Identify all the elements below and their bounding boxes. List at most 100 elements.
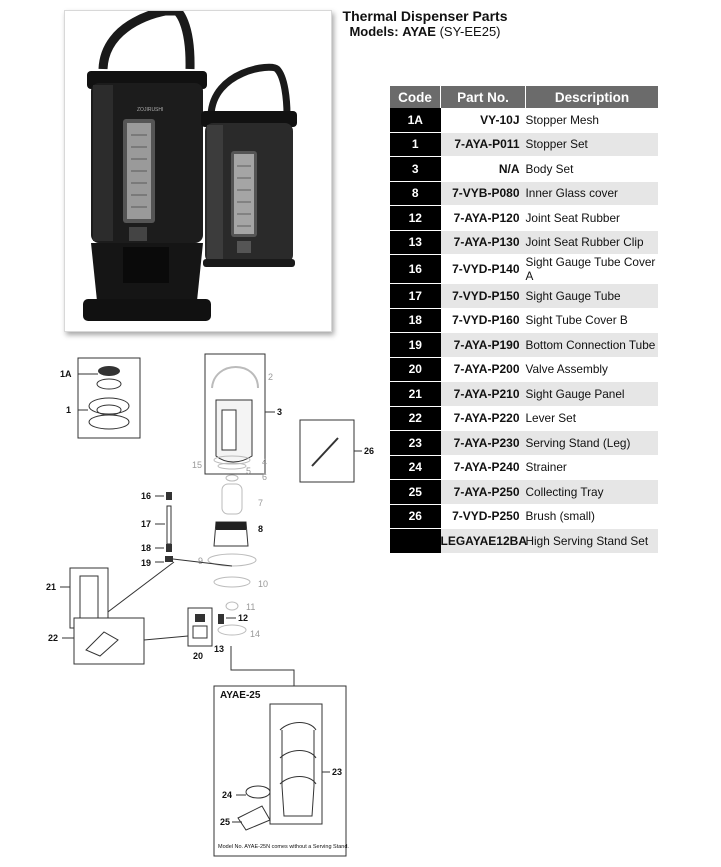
cell-code: 16: [390, 254, 441, 284]
cell-code: 12: [390, 205, 441, 231]
lever-set-part: [85, 631, 119, 657]
callout-20: 20: [193, 651, 203, 661]
callout-16: 16: [141, 491, 151, 501]
callout-11: 11: [246, 602, 255, 612]
callout-7: 7: [258, 498, 263, 508]
cell-description: Joint Seat Rubber: [525, 205, 658, 231]
large-dispenser: ZOJIRUSHI: [83, 6, 211, 321]
cell-code: [390, 528, 441, 554]
cell-description: Strainer: [525, 455, 658, 480]
cell-part-no: 7-AYA-P120: [440, 205, 526, 231]
models-line: Models: AYAE (SY-EE25): [330, 24, 520, 40]
cell-part-no: 7-AYA-P220: [440, 406, 526, 431]
cell-description: Sight Gauge Tube Cover A: [525, 254, 658, 284]
cell-code: 19: [390, 332, 441, 358]
table-header-row: Code Part No. Description: [390, 86, 658, 108]
cell-part-no: VY-10J: [440, 108, 526, 133]
cell-part-no: 7-AYA-P230: [440, 430, 526, 456]
callout-26: 26: [364, 446, 374, 456]
cell-description: Inner Glass cover: [525, 181, 658, 206]
cell-code: 24: [390, 455, 441, 480]
callout-19: 19: [141, 558, 151, 568]
valve-assembly-part: [192, 625, 208, 639]
stopper-set-part: [88, 397, 130, 415]
brush-part: [311, 437, 339, 467]
callout-13: 13: [214, 644, 224, 654]
callout-14: 14: [250, 629, 260, 639]
cell-code: 26: [390, 504, 441, 529]
cell-code: 23: [390, 430, 441, 456]
inset-note: Model No. AYAE-25N comes without a Servi…: [218, 844, 349, 850]
parts-diagram-svg: 1A 1 2 3 26 4 6 15 5 7 9 10: [46, 353, 374, 857]
callout-15: 15: [192, 460, 202, 470]
cell-part-no: 7-VYB-P080: [440, 181, 526, 206]
cell-code: 13: [390, 230, 441, 255]
callout-1: 1: [66, 405, 71, 415]
column-header-code: Code: [390, 86, 441, 108]
cell-code: 3: [390, 156, 441, 182]
cell-code: 18: [390, 308, 441, 333]
callout-21: 21: [46, 582, 56, 592]
callout-2: 2: [268, 372, 273, 382]
cell-part-no: 7-AYA-P011: [440, 132, 526, 157]
callout-5: 5: [246, 466, 251, 476]
callout-17: 17: [141, 519, 151, 529]
cell-description: Sight Tube Cover B: [525, 308, 658, 333]
callout-22: 22: [48, 633, 58, 643]
cell-code: 1: [390, 132, 441, 157]
callout-4: 4: [262, 457, 267, 467]
cell-part-no: 7-AYA-P130: [440, 230, 526, 255]
callout-8: 8: [258, 524, 263, 534]
cell-description: Lever Set: [525, 406, 658, 431]
callout-1a: 1A: [60, 369, 72, 379]
callout-24: 24: [222, 790, 232, 800]
collecting-tray-part: [237, 805, 271, 831]
column-header-description: Description: [525, 86, 658, 108]
models-name: AYAE: [402, 24, 436, 39]
callout-25: 25: [220, 817, 230, 827]
cell-part-no: 7-VYD-P140: [440, 254, 526, 284]
cell-part-no: 7-VYD-P150: [440, 283, 526, 309]
cell-code: 21: [390, 381, 441, 407]
cell-part-no: 7-AYA-P250: [440, 479, 526, 505]
inset-title: AYAE-25: [220, 690, 261, 701]
cell-part-no: N/A: [440, 156, 526, 182]
sight-gauge-tube-part: [166, 505, 172, 545]
stopper-mesh-part: [98, 366, 120, 376]
callout-3: 3: [277, 407, 282, 417]
cell-code: 25: [390, 479, 441, 505]
svg-text:ZOJIRUSHI: ZOJIRUSHI: [137, 107, 163, 113]
models-prefix: Models:: [349, 24, 399, 39]
cell-code: 17: [390, 283, 441, 309]
cell-description: Stopper Mesh: [525, 108, 658, 133]
models-suffix: (SY-EE25): [439, 24, 501, 39]
callout-10: 10: [258, 579, 268, 589]
page-title-block: Thermal Dispenser Parts Models: AYAE (SY…: [330, 8, 520, 40]
callout-12: 12: [238, 613, 248, 623]
brush-box: [299, 419, 355, 483]
cell-code: 1A: [390, 108, 441, 133]
cell-description: Brush (small): [525, 504, 658, 529]
cell-part-no: 7-AYA-P190: [440, 332, 526, 358]
cell-description: Joint Seat Rubber Clip: [525, 230, 658, 255]
cell-description: Bottom Connection Tube: [525, 332, 658, 358]
callout-6: 6: [262, 472, 267, 482]
cell-code: 22: [390, 406, 441, 431]
cell-description: High Serving Stand Set: [525, 528, 658, 554]
